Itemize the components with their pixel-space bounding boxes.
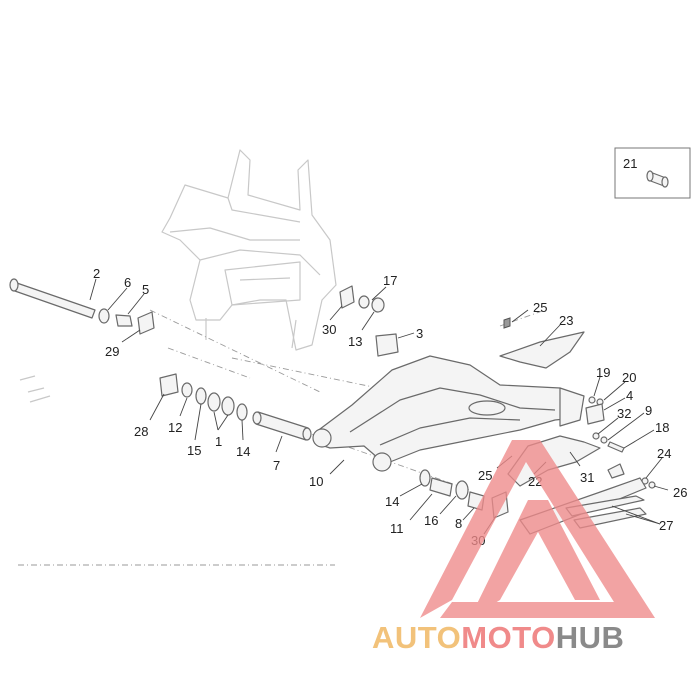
callout-2: 2: [93, 266, 100, 281]
callout-15: 15: [187, 443, 201, 458]
chain-guard-23: [499, 331, 585, 369]
washer-26: [648, 481, 656, 489]
svg-text:AUTOMOTOHUB: AUTOMOTOHUB: [372, 620, 624, 655]
bushing-13: [371, 297, 385, 313]
screw-19: [588, 396, 596, 404]
callout-5: 5: [142, 282, 149, 297]
bearing-1a: [207, 392, 221, 412]
callout-25-lower: 25: [478, 468, 492, 483]
bracket-31: [607, 463, 625, 479]
screw-25-upper: [503, 317, 511, 329]
callout-11: 11: [390, 521, 404, 536]
watermark-hub: HUB: [556, 620, 625, 655]
callout-4: 4: [626, 388, 633, 403]
watermark-moto: MOTO: [461, 620, 555, 655]
screw-9: [600, 436, 608, 444]
callout-27: 27: [659, 518, 673, 533]
bolt-18: [607, 441, 625, 453]
spacer-tube-7: [252, 411, 312, 441]
callout-3: 3: [416, 326, 423, 341]
ring-14-right: [419, 469, 431, 487]
inset-callout-21: 21: [623, 156, 637, 171]
callout-26: 26: [673, 485, 687, 500]
bracket-4: [585, 403, 605, 425]
ring-15: [195, 387, 207, 405]
cover-3: [375, 333, 399, 357]
callout-24: 24: [657, 446, 671, 461]
nut-6: [98, 308, 110, 324]
plate-28: [159, 373, 179, 397]
plate-30-upper: [339, 285, 355, 309]
inset-bushing: [646, 170, 669, 188]
callout-18: 18: [655, 420, 669, 435]
callout-6: 6: [124, 275, 131, 290]
bearing-1b: [221, 396, 235, 416]
ring-16: [455, 480, 469, 500]
callout-8: 8: [455, 516, 462, 531]
swingarm: [312, 355, 585, 472]
callout-30-upper: 30: [322, 322, 336, 337]
bearing-11: [429, 477, 453, 497]
watermark-triangle-icon: [420, 440, 655, 618]
callout-17: 17: [383, 273, 397, 288]
callout-9: 9: [645, 403, 652, 418]
callout-16: 16: [424, 513, 438, 528]
callout-7: 7: [273, 458, 280, 473]
ring-14-left: [236, 403, 248, 421]
frame-outline-ghost: [19, 149, 337, 403]
callout-14-right: 14: [385, 494, 399, 509]
callout-1: 1: [215, 434, 222, 449]
callout-29: 29: [105, 344, 119, 359]
inset-box: 21: [614, 147, 691, 199]
ring-12: [181, 382, 193, 398]
callout-14-left: 14: [236, 444, 250, 459]
callout-12: 12: [168, 420, 182, 435]
watermark-logo: AUTOMOTOHUB: [372, 440, 655, 655]
callout-28: 28: [134, 424, 148, 439]
leader-lines: [89, 278, 669, 535]
callout-13: 13: [348, 334, 362, 349]
callout-25-upper: 25: [533, 300, 547, 315]
callout-23: 23: [559, 313, 573, 328]
watermark-auto: AUTO: [372, 620, 461, 655]
callout-19: 19: [596, 365, 610, 380]
plate-29: [137, 311, 155, 335]
bushing-5: [115, 314, 133, 327]
callout-20: 20: [622, 370, 636, 385]
washer-17: [358, 295, 370, 309]
callout-10: 10: [309, 474, 323, 489]
washer-32: [592, 432, 600, 440]
callout-32: 32: [617, 406, 631, 421]
pivot-spindle: [9, 278, 96, 319]
callout-31: 31: [580, 470, 594, 485]
